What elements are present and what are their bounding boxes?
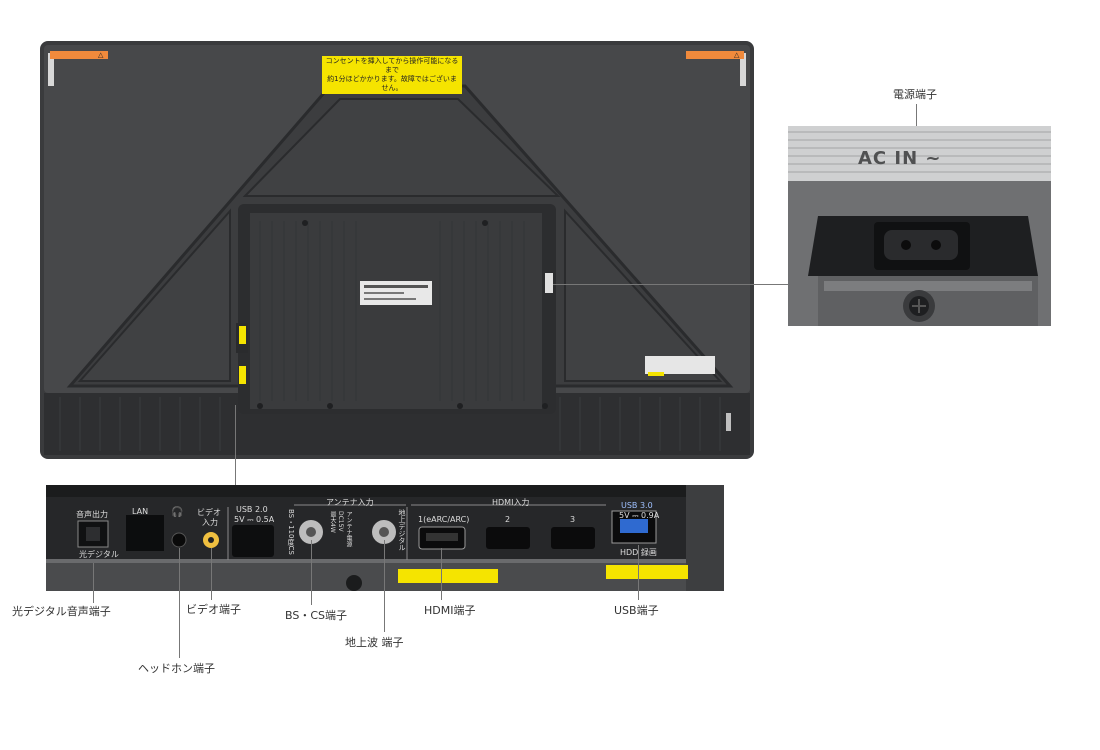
bs-cs-vertical-label: BS・110度CS <box>287 509 295 555</box>
callout-line-strip <box>235 405 236 485</box>
antenna-power-label: アンテナ電源 DC15V 最大4W <box>329 511 352 547</box>
callout-line-hdmi <box>441 548 442 600</box>
optical-bottom-label: 光デジタル <box>79 550 119 559</box>
callout-line-terrestrial <box>384 540 385 632</box>
warning-sticker: コンセントを挿入してから操作可能になるまで 約1分ほどかかります。故障ではござい… <box>322 56 462 94</box>
callout-video: ビデオ端子 <box>186 603 241 616</box>
warning-triangle-icon: △ <box>734 51 740 59</box>
usb3-title: USB 3.0 <box>621 501 653 510</box>
callout-optical: 光デジタル音声端子 <box>12 605 111 618</box>
callout-line-optical <box>93 563 94 603</box>
callout-headphone: ヘッドホン端子 <box>138 662 215 675</box>
usb2-spec: 5V ⎓ 0.5A <box>234 515 275 524</box>
callout-hdmi: HDMI端子 <box>424 604 476 617</box>
hdmi-group-label: HDMI入力 <box>492 498 530 507</box>
callout-line-video <box>211 548 212 600</box>
hdmi2-label: 2 <box>505 515 511 524</box>
warning-triangle-icon: △ <box>98 51 104 59</box>
optical-top-label: 音声出力 <box>76 510 108 519</box>
tv-back-shape <box>40 41 754 459</box>
usb2-title: USB 2.0 <box>236 505 268 514</box>
port-strip-shape <box>46 485 724 591</box>
video-top-label: ビデオ <box>197 508 221 517</box>
ac-in-panel: AC IN ~ <box>788 126 1051 326</box>
ac-in-label: AC IN ~ <box>858 148 942 169</box>
usb3-spec: 5V ⎓ 0.9A <box>619 511 660 520</box>
callout-bs-cs: BS・CS端子 <box>285 609 347 622</box>
tv-back-photo: コンセントを挿入してから操作可能になるまで 約1分ほどかかります。故障ではござい… <box>40 41 754 459</box>
video-bottom-label: 入力 <box>202 518 218 527</box>
callout-line-bs-cs <box>311 540 312 605</box>
callout-line-headphone <box>179 548 180 658</box>
port-strip-photo: 音声出力 光デジタル LAN 🎧 ビデオ 入力 USB 2.0 5V ⎓ 0.5… <box>46 485 724 591</box>
antenna-group-label: アンテナ入力 <box>326 498 374 507</box>
callout-line-ac <box>553 284 789 285</box>
terrestrial-vertical-label: 地上デジタル <box>398 509 406 551</box>
headphone-icon: 🎧 <box>171 507 184 518</box>
callout-usb: USB端子 <box>614 604 659 617</box>
lan-label: LAN <box>132 507 149 516</box>
hdmi3-label: 3 <box>570 515 576 524</box>
hdmi1-label: 1(eARC/ARC) <box>418 515 470 524</box>
callout-power-terminal: 電源端子 <box>893 88 937 101</box>
callout-terrestrial: 地上波 端子 <box>345 636 404 649</box>
callout-line-usb <box>638 545 639 600</box>
ac-panel-shape <box>788 126 1051 326</box>
